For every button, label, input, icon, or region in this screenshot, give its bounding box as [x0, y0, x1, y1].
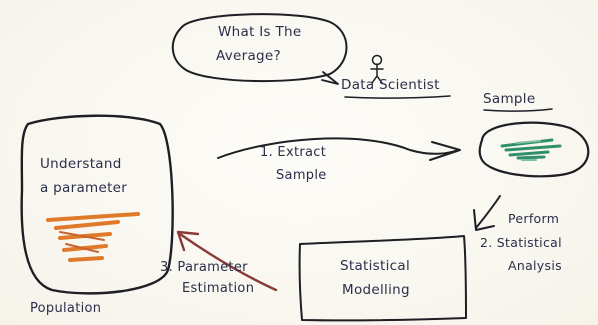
- sample-label: Sample: [483, 91, 535, 107]
- sample-underline: [483, 108, 553, 112]
- extract-line1: 1. Extract: [260, 145, 326, 160]
- analysis-line2: 2. Statistical: [480, 235, 562, 250]
- data-scientist-underline: [344, 95, 451, 99]
- sample-circle: [478, 121, 590, 178]
- extract-arrow: [217, 137, 459, 159]
- estimation-arrowhead: [176, 230, 200, 252]
- extract-arrowhead: [429, 141, 461, 161]
- estimation-arrow: [178, 232, 278, 292]
- data-scientist-icon: [370, 54, 384, 84]
- analysis-arrow: [475, 195, 501, 229]
- sample-scribble: [500, 138, 562, 161]
- population-line2: a parameter: [40, 180, 127, 196]
- modelling-line1: Statistical: [340, 258, 410, 274]
- estimation-line2: Estimation: [182, 281, 254, 296]
- population-shape: [20, 114, 174, 295]
- data-scientist-label: Data Scientist: [341, 77, 440, 93]
- thought-bubble: [171, 13, 348, 83]
- extract-line2: Sample: [276, 168, 327, 183]
- analysis-line3: Analysis: [508, 258, 562, 273]
- modelling-box: [298, 235, 467, 322]
- question-line1: What Is The: [218, 24, 301, 40]
- parameter-scribble: [46, 212, 140, 262]
- population-line1: Understand: [40, 156, 122, 172]
- analysis-arrowhead: [473, 209, 495, 231]
- analysis-line1: Perform: [508, 211, 559, 226]
- thought-bubble-tail: [321, 71, 339, 85]
- question-line2: Average?: [216, 48, 281, 64]
- estimation-line1: 3. Parameter: [160, 260, 248, 275]
- modelling-line2: Modelling: [342, 282, 410, 298]
- population-label: Population: [30, 301, 101, 316]
